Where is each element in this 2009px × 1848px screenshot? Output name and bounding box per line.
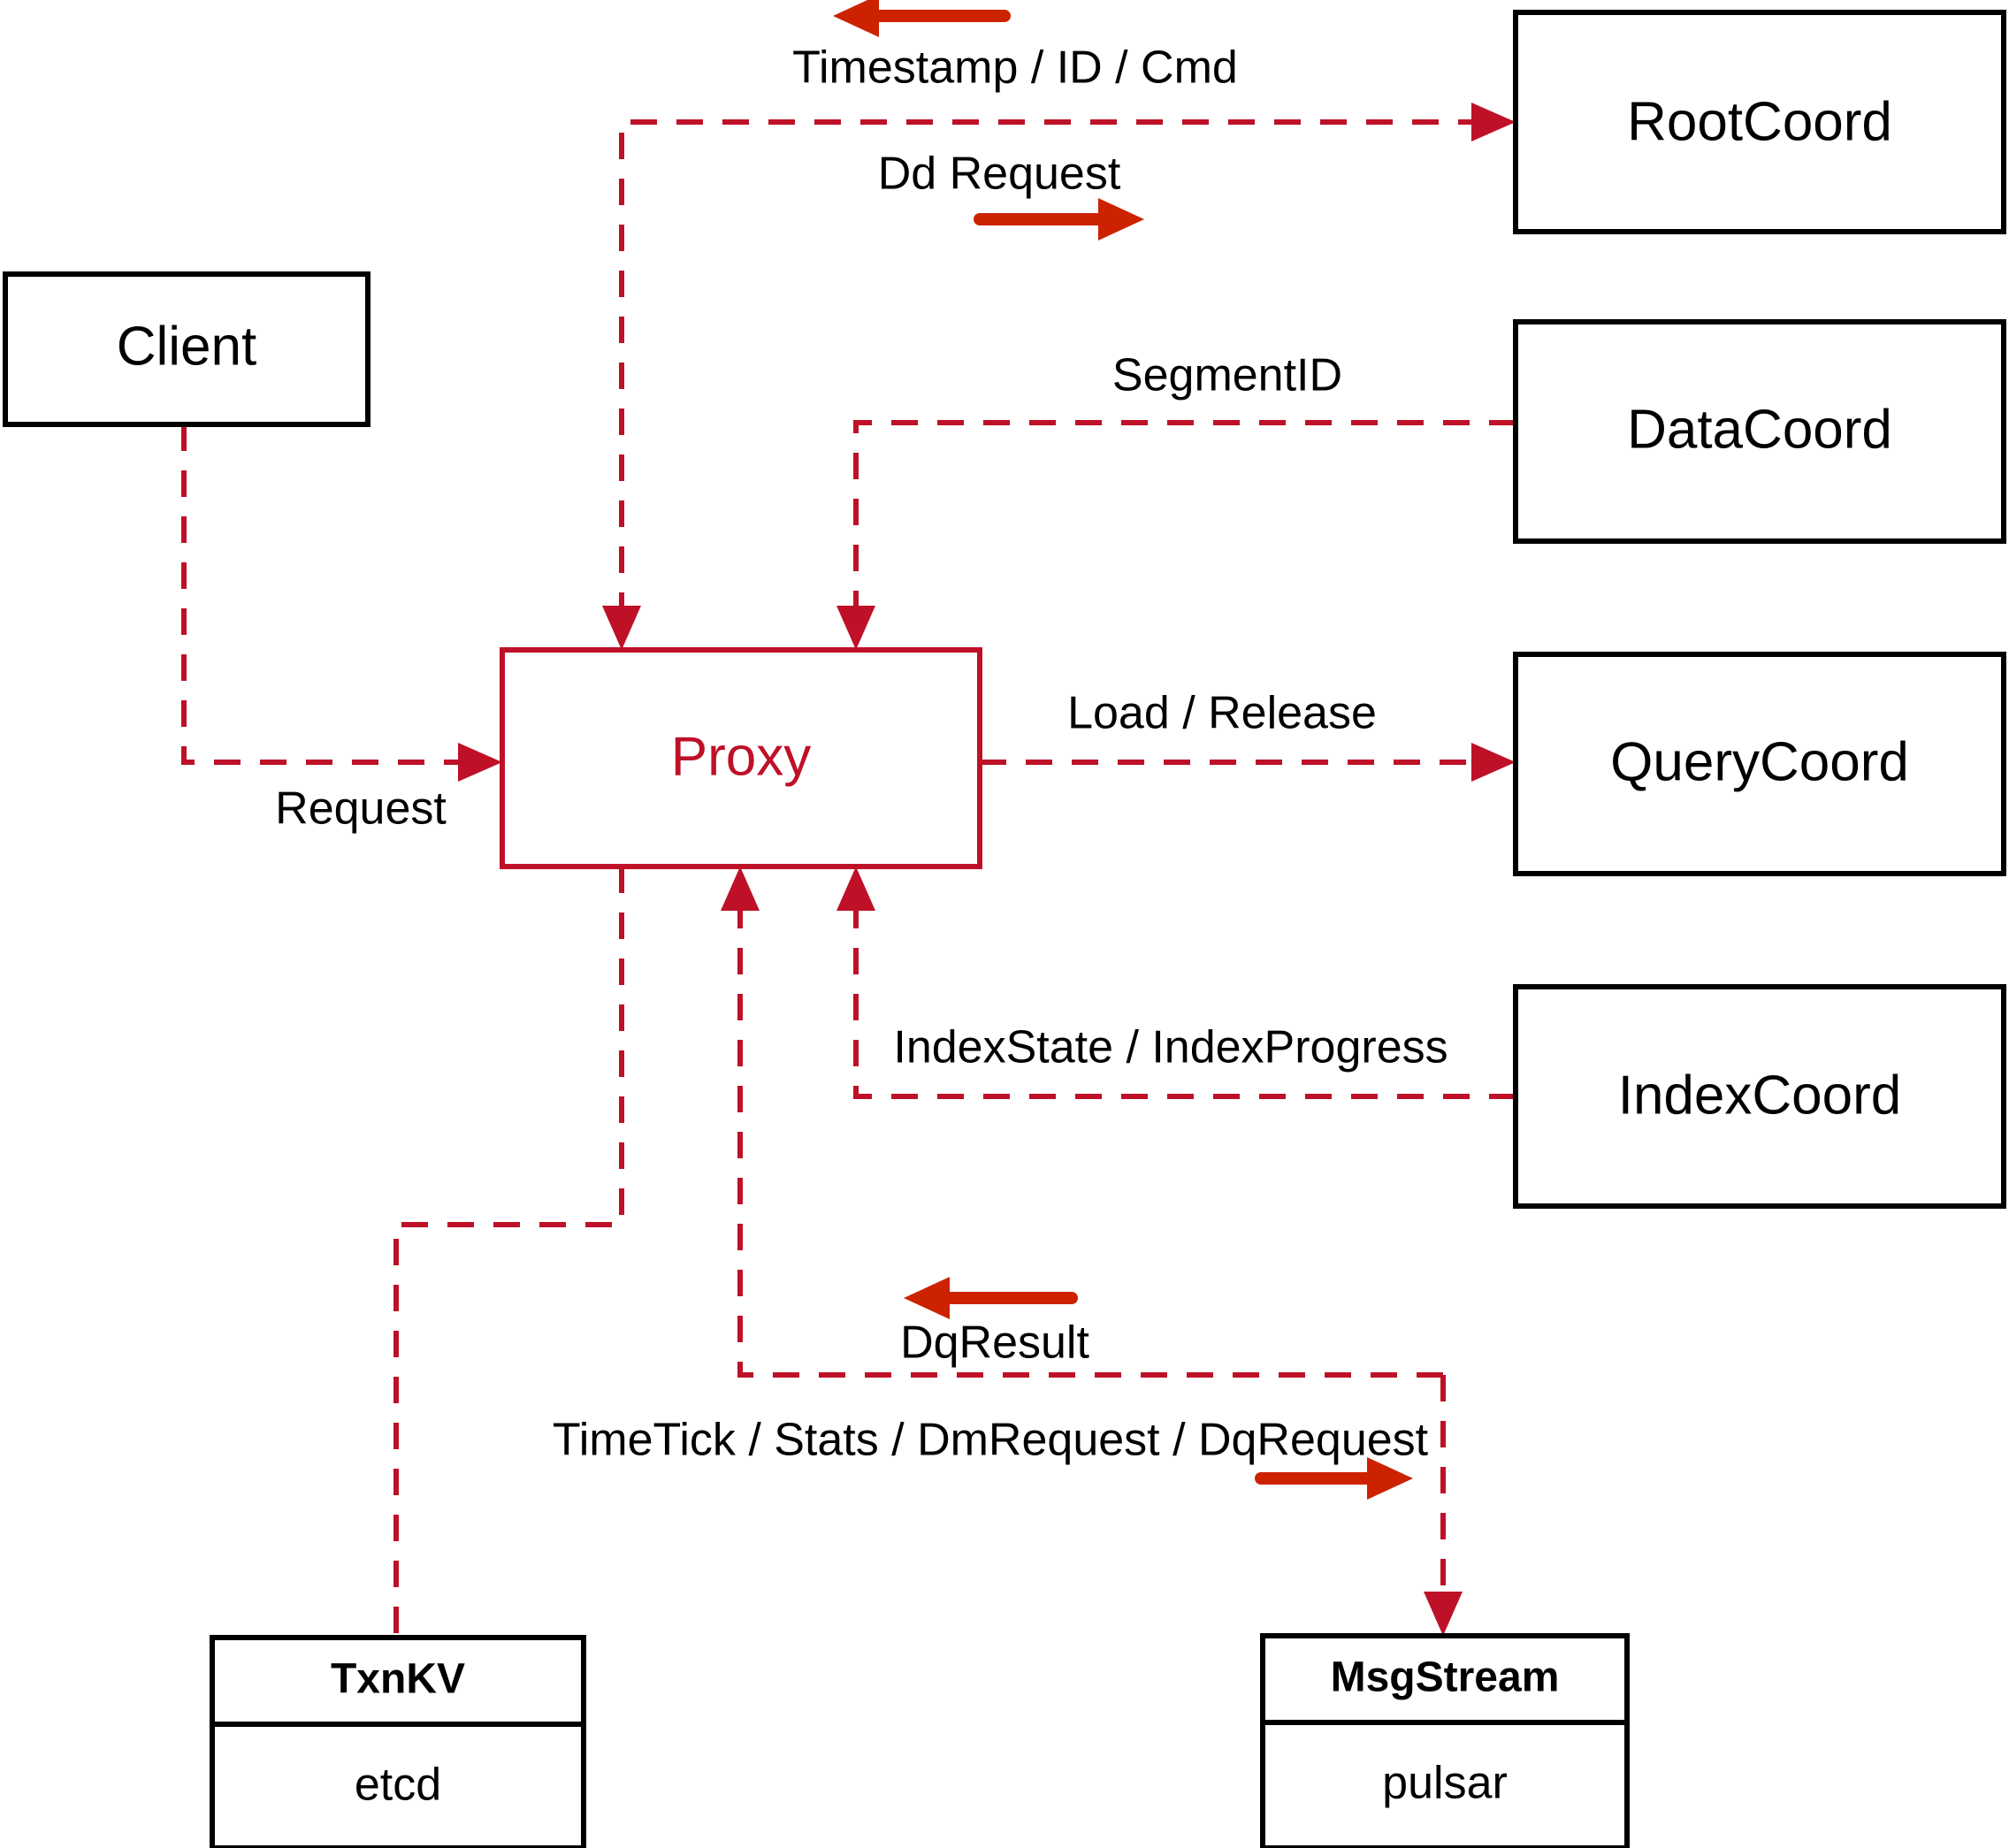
node-msgstream-header-label: MsgStream <box>1331 1654 1560 1701</box>
dir-arrow-head-timestamp <box>833 0 879 37</box>
edge-line-dqresult <box>737 897 1443 1378</box>
edge-label-segmentid: SegmentID <box>1112 350 1342 401</box>
node-txnkv[interactable] <box>210 1635 586 1848</box>
dir-arrow-head-timetick <box>1367 1457 1413 1500</box>
arrow-head-proxy-top-left <box>602 606 641 650</box>
dir-arrow-head-dqresult <box>904 1277 950 1319</box>
arrow-head-querycoord <box>1471 743 1516 782</box>
edge-label-timetick: TimeTick / Stats / DmRequest / DqRequest <box>553 1415 1429 1466</box>
edge-line-rootcoord <box>619 119 1496 619</box>
arrow-head-client-request <box>458 743 502 782</box>
dir-arrow-head-ddrequest <box>1098 198 1144 241</box>
node-querycoord-label: QueryCoord <box>1610 731 1909 792</box>
node-txnkv-body-label: etcd <box>355 1760 441 1811</box>
node-client-label: Client <box>117 316 257 377</box>
node-msgstream-body-label: pulsar <box>1382 1758 1508 1809</box>
node-datacoord[interactable] <box>1513 319 2006 544</box>
node-msgstream[interactable] <box>1260 1633 1630 1848</box>
node-rootcoord-label: RootCoord <box>1627 91 1892 152</box>
edge-line-txnkv <box>393 867 624 1638</box>
node-indexcoord[interactable] <box>1513 984 2006 1209</box>
arrow-head-msgstream <box>1424 1592 1463 1636</box>
arrow-head-proxy-top-right <box>836 606 875 650</box>
arrow-head-rootcoord <box>1471 103 1516 141</box>
edge-line-indexcoord <box>853 897 1516 1099</box>
edge-label-timestamp: Timestamp / ID / Cmd <box>792 42 1238 94</box>
edge-label-dqresult: DqResult <box>900 1317 1089 1369</box>
edge-label-load-release: Load / Release <box>1067 688 1377 739</box>
node-proxy-label: Proxy <box>671 726 811 787</box>
node-rootcoord[interactable] <box>1513 10 2006 234</box>
node-datacoord-label: DataCoord <box>1627 399 1892 460</box>
edge-label-indexstate: IndexState / IndexProgress <box>893 1022 1448 1073</box>
node-client[interactable] <box>3 271 370 427</box>
arrow-head-proxy-bottom-middle <box>721 867 760 911</box>
node-proxy[interactable] <box>500 647 982 869</box>
arrow-head-proxy-bottom-right <box>836 867 875 911</box>
node-querycoord[interactable] <box>1513 652 2006 876</box>
edge-label-request: Request <box>275 783 447 835</box>
edge-label-ddrequest: Dd Request <box>878 149 1121 200</box>
node-indexcoord-label: IndexCoord <box>1618 1065 1902 1126</box>
node-txnkv-header-label: TxnKV <box>331 1656 465 1703</box>
edge-line-datacoord <box>853 420 1516 619</box>
edge-line-client-request <box>181 424 485 765</box>
